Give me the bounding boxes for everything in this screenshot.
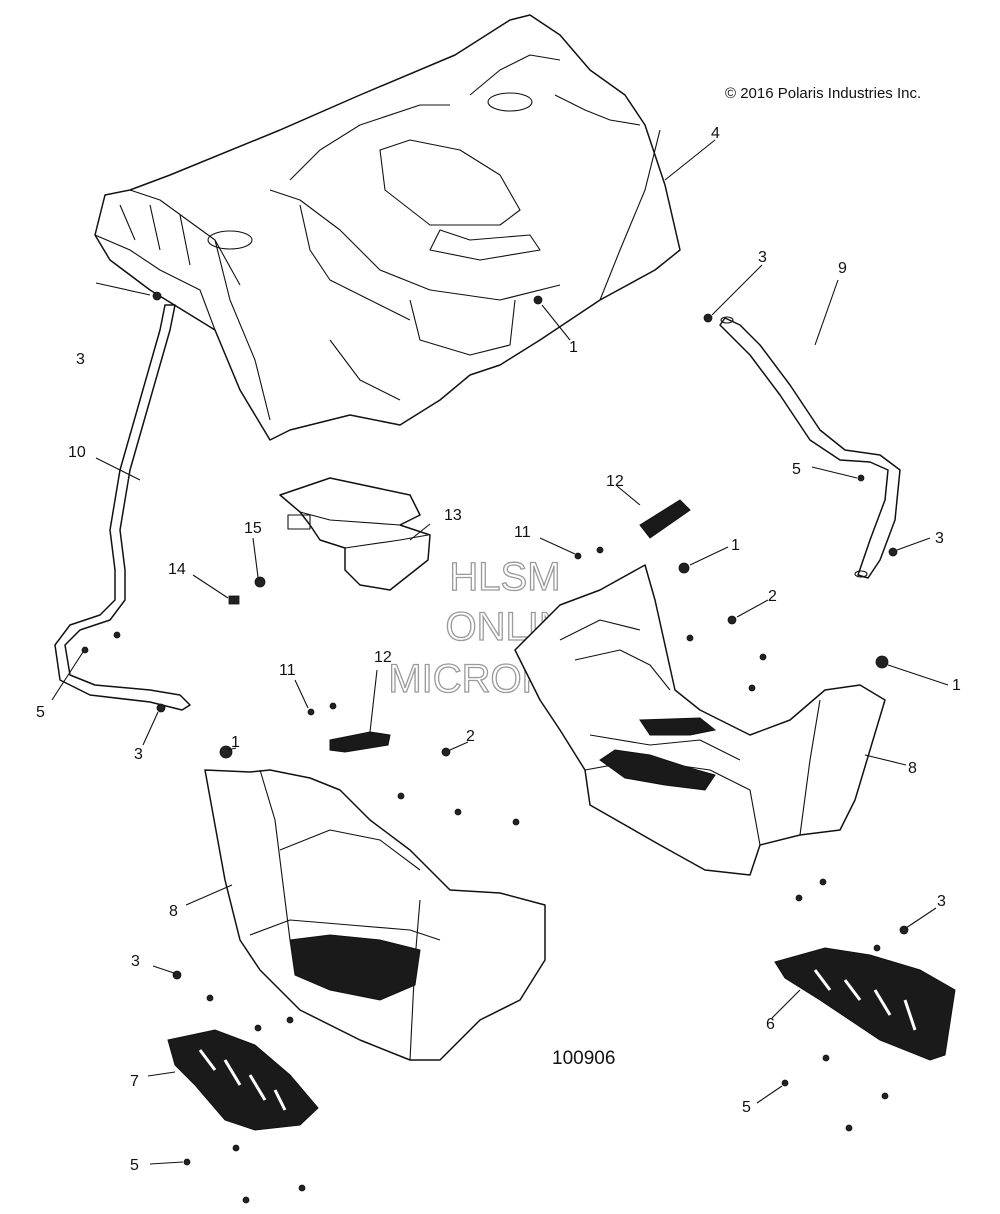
rack-tube-part-9: [719, 316, 901, 579]
fastener: [703, 313, 713, 323]
callout-3: 3: [134, 746, 143, 763]
fastener: [307, 708, 315, 716]
bracket-part-13: [279, 477, 431, 591]
callout-3: 3: [131, 953, 140, 970]
callout-8: 8: [169, 903, 178, 920]
callout-3: 3: [935, 530, 944, 547]
floor-mat-part-7: [167, 1029, 319, 1131]
callout-5: 5: [792, 461, 801, 478]
callout-2: 2: [768, 588, 777, 605]
fastener: [888, 547, 898, 557]
callout-5: 5: [742, 1099, 751, 1116]
fastener: [397, 792, 405, 800]
callout-9: 9: [838, 260, 847, 277]
leader-lines: [51, 139, 949, 1165]
fastener: [686, 634, 694, 642]
fastener: [533, 295, 543, 305]
callout-3: 3: [758, 249, 767, 266]
fastener: [596, 546, 604, 554]
watermark-line-1: HLSM: [449, 555, 560, 599]
fastener: [254, 576, 266, 588]
callout-1: 1: [569, 339, 578, 356]
callout-13: 13: [444, 507, 462, 524]
fastener: [512, 818, 520, 826]
fastener: [152, 291, 162, 301]
callout-8: 8: [908, 760, 917, 777]
fastener: [206, 994, 214, 1002]
fastener: [822, 1054, 830, 1062]
fastener: [759, 653, 767, 661]
fastener: [232, 1144, 240, 1152]
fastener: [286, 1016, 294, 1024]
fastener: [441, 747, 451, 757]
callout-5: 5: [36, 704, 45, 721]
fastener: [873, 944, 881, 952]
fastener: [113, 631, 121, 639]
copyright-notice: © 2016 Polaris Industries Inc.: [725, 85, 921, 102]
callout-6: 6: [766, 1016, 775, 1033]
callout-labels: 4 3 9 1 3 10 5 12 13 15 11 3 1 14 2 12 1…: [36, 125, 961, 1174]
rear-fender-part-4: [94, 14, 681, 441]
rack-tube-part-10: [54, 304, 191, 711]
fastener: [875, 655, 889, 669]
footwell-right-part-8: [514, 564, 886, 876]
callout-1: 1: [952, 677, 961, 694]
fastener: [298, 1184, 306, 1192]
callout-12: 12: [374, 649, 392, 666]
fastener: [228, 595, 240, 605]
fastener: [678, 562, 690, 574]
callout-10: 10: [68, 444, 86, 461]
callout-7: 7: [130, 1073, 139, 1090]
callout-3: 3: [937, 893, 946, 910]
callout-11: 11: [514, 524, 531, 541]
fastener: [857, 474, 865, 482]
tread-block-part-12b: [329, 731, 391, 753]
fastener: [845, 1124, 853, 1132]
fastener: [454, 808, 462, 816]
fastener: [242, 1196, 250, 1204]
fastener: [172, 970, 182, 980]
callout-12: 12: [606, 473, 624, 490]
fastener: [329, 702, 337, 710]
callout-4: 4: [711, 125, 720, 142]
fastener: [795, 894, 803, 902]
fastener: [748, 684, 756, 692]
fastener: [219, 745, 233, 759]
tread-block-part-12a: [639, 499, 691, 539]
fastener: [254, 1024, 262, 1032]
fastener: [81, 646, 89, 654]
callout-11: 11: [279, 662, 296, 679]
callout-5: 5: [130, 1157, 139, 1174]
callout-15: 15: [244, 520, 262, 537]
fastener: [881, 1092, 889, 1100]
callout-3: 3: [76, 351, 85, 368]
footwell-left-part-8: [204, 769, 546, 1061]
fasteners: [81, 291, 909, 1204]
callout-2: 2: [466, 728, 475, 745]
drawing-number: 100906: [552, 1048, 615, 1069]
callout-1: 1: [231, 734, 240, 751]
fastener: [574, 552, 582, 560]
floor-mat-part-6: [774, 947, 956, 1061]
fastener: [727, 615, 737, 625]
fastener: [819, 878, 827, 886]
fastener: [781, 1079, 789, 1087]
fastener: [156, 703, 166, 713]
fastener: [183, 1158, 191, 1166]
callout-1: 1: [731, 537, 740, 554]
callout-14: 14: [168, 561, 186, 578]
